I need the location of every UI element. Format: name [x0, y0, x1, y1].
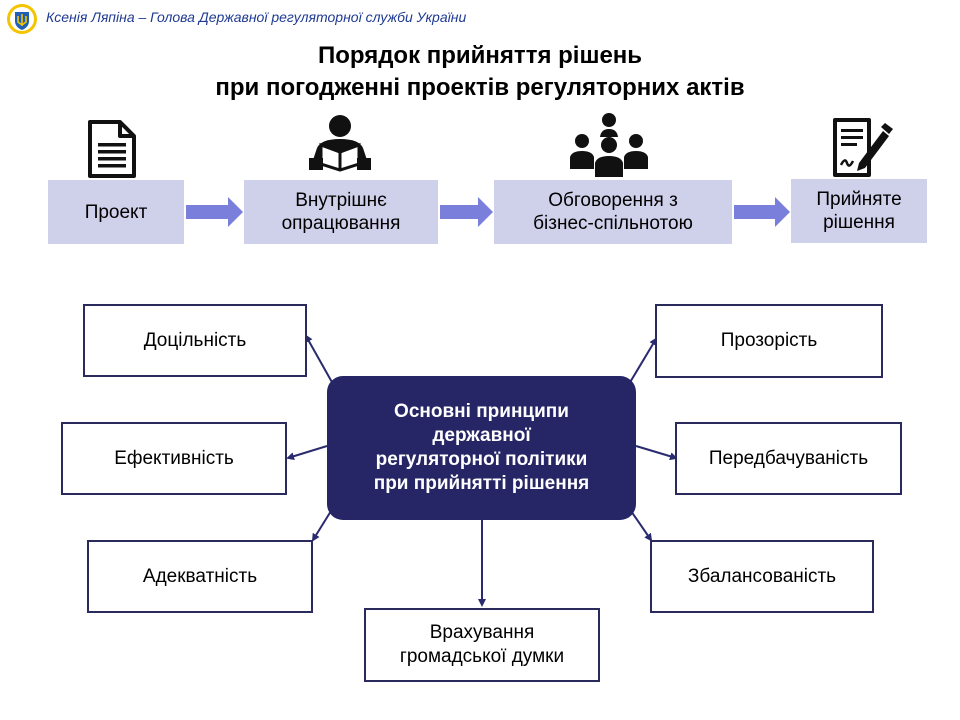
- page-title: Порядок прийняття рішень при погодженні …: [0, 40, 960, 104]
- title-line-2: при погодженні проектів регуляторних акт…: [215, 74, 745, 101]
- step-decision-made-line-1: Прийняте: [816, 189, 902, 210]
- connector-expediency: [305, 334, 334, 385]
- step-internal-processing-line-2: опрацювання: [281, 213, 401, 234]
- principle-balance: Збалансованість: [650, 540, 874, 613]
- signed-document-pen-icon: [833, 118, 893, 177]
- title-line-1: Порядок прийняття рішень: [317, 42, 643, 69]
- process-arrow-3: [734, 197, 790, 227]
- principle-expediency: Доцільність: [83, 304, 307, 377]
- principle-transparency: Прозорість: [655, 304, 883, 378]
- step-business-discussion: Обговорення з бізнес-спільнотою: [494, 180, 732, 244]
- principle-adequacy: Адекватність: [87, 540, 313, 613]
- step-business-discussion-line-2: бізнес-спільнотою: [533, 213, 693, 234]
- principle-transparency-label: Прозорість: [720, 330, 818, 351]
- step-project: Проект: [48, 180, 184, 244]
- principle-public-opinion: Врахування громадської думки: [364, 608, 600, 682]
- principle-balance-label: Збалансованість: [687, 565, 837, 587]
- step-decision-made-line-2: рішення: [823, 212, 895, 233]
- step-business-discussion-line-1: Обговорення з: [548, 190, 678, 211]
- core-principles-line-1: Основні принципи: [394, 401, 569, 422]
- connector-transparency: [628, 337, 658, 385]
- principle-adequacy-label: Адекватність: [142, 565, 258, 587]
- step-project-label: Проект: [84, 201, 148, 223]
- step-decision-made: Прийняте рішення: [791, 179, 927, 243]
- connector-predictability: [635, 445, 678, 461]
- header-author-text: Ксенія Ляпіна – Голова Державної регулят…: [46, 9, 467, 25]
- process-arrow-2: [440, 197, 493, 227]
- principle-efficiency-label: Ефективність: [114, 447, 234, 469]
- principle-expediency-label: Доцільність: [143, 329, 247, 351]
- header-bar: Ксенія Ляпіна – Голова Державної регулят…: [0, 0, 960, 36]
- core-principles-box: Основні принципи державної регуляторної …: [327, 376, 636, 520]
- connector-balance: [630, 510, 653, 542]
- principle-public-opinion-line-1: Врахування: [429, 622, 535, 643]
- core-principles-line-3: регуляторної політики: [375, 449, 588, 470]
- person-reading-icon: [309, 115, 371, 172]
- core-principles-line-2: державної: [432, 425, 531, 446]
- process-arrow-1: [186, 197, 243, 227]
- step-internal-processing: Внутрішнє опрацювання: [244, 180, 438, 244]
- step-internal-processing-line-1: Внутрішнє: [295, 190, 387, 211]
- principle-efficiency: Ефективність: [61, 422, 287, 495]
- document-icon: [88, 120, 136, 178]
- core-principles-line-4: при прийнятті рішення: [373, 473, 590, 494]
- principle-predictability: Передбачуваність: [675, 422, 902, 495]
- principle-public-opinion-line-2: громадської думки: [399, 646, 565, 667]
- connector-efficiency: [286, 445, 328, 461]
- connector-adequacy: [311, 510, 332, 542]
- principle-predictability-label: Передбачуваність: [708, 447, 869, 469]
- group-people-icon: [570, 113, 648, 177]
- trident-shield-logo: [7, 4, 37, 34]
